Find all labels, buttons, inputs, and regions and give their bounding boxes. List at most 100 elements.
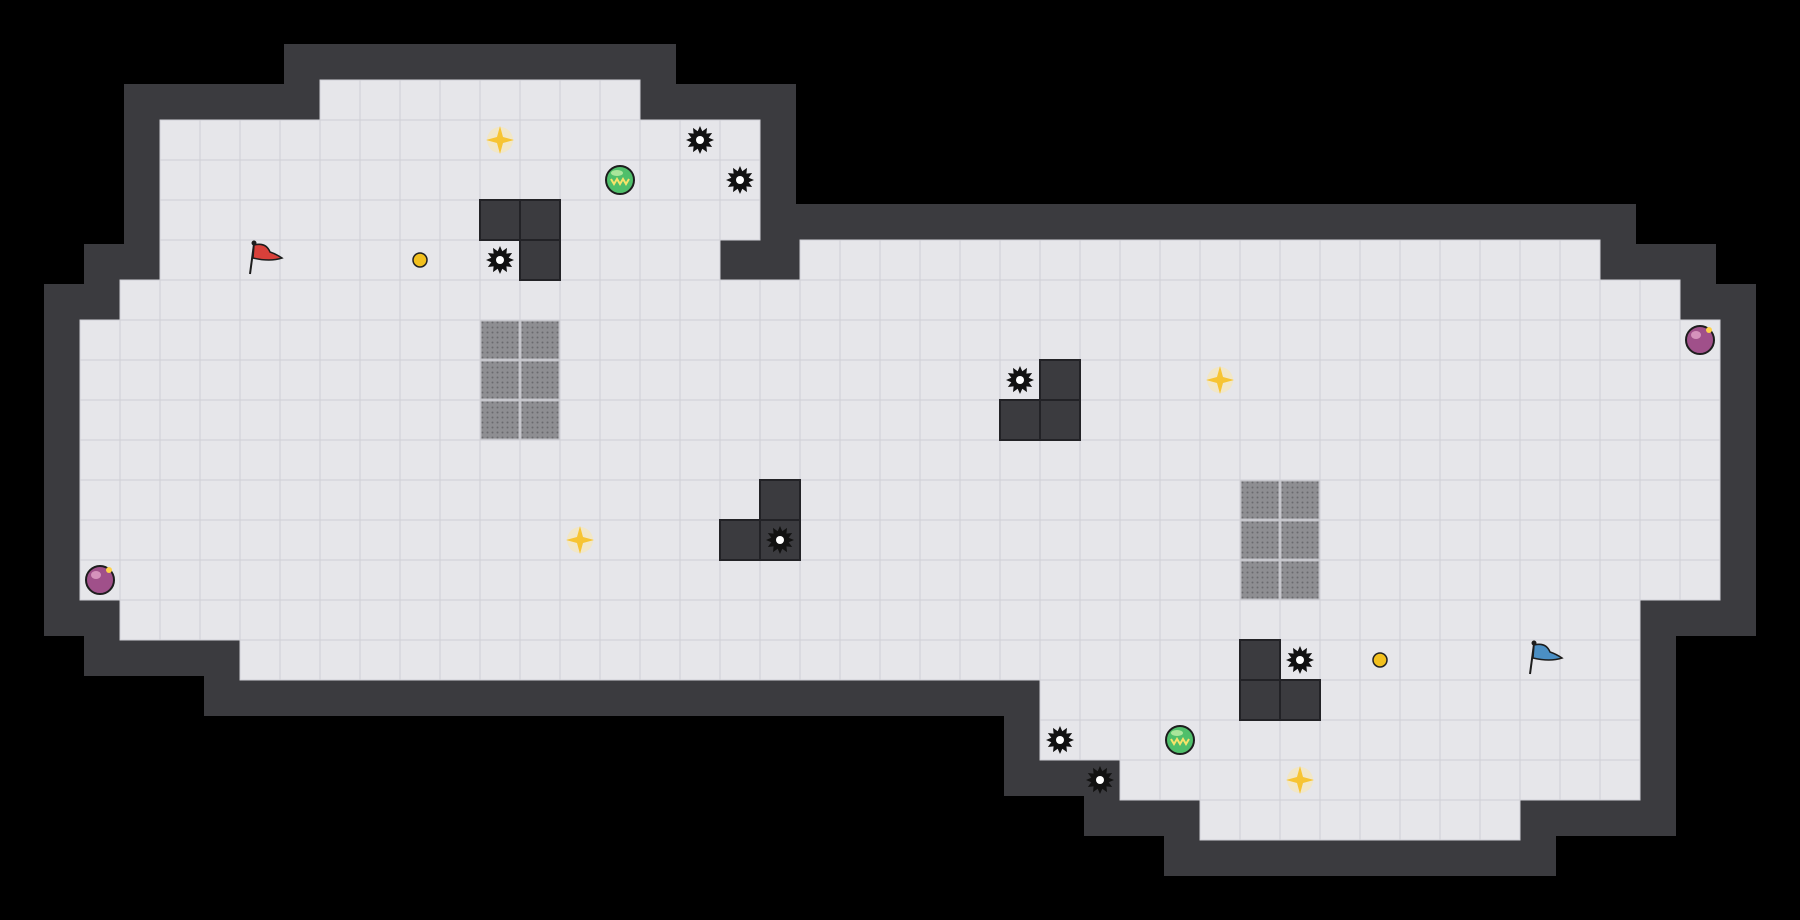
floor-tile [1559,239,1601,281]
floor-tile [599,399,641,441]
floor-tile [1479,439,1521,481]
floor-tile [319,319,361,361]
floor-tile [1319,799,1361,841]
floor-tile [319,199,361,241]
floor-tile [759,439,801,481]
coin-icon[interactable] [1372,652,1388,668]
floor-tile [1279,359,1321,401]
floor-tile [199,199,241,241]
floor-tile [639,279,681,321]
floor-tile [999,559,1041,601]
floor-tile [839,519,881,561]
floor-tile [1279,439,1321,481]
floor-tile [1639,439,1681,481]
floor-tile [1359,439,1401,481]
floor-tile [559,559,601,601]
floor-tile [119,319,161,361]
floor-tile [1359,239,1401,281]
floor-tile [919,399,961,441]
red-flag-icon[interactable] [249,240,284,275]
sparkle-star [566,526,594,554]
floor-tile [839,639,881,681]
floor-tile [559,199,601,241]
floor-tile [1439,759,1481,801]
floor-tile [239,439,281,481]
floor-tile [79,519,121,561]
floor-tile [639,359,681,401]
floor-tile [1159,639,1201,681]
floor-tile [399,359,441,401]
floor-tile [1279,799,1321,841]
wall-block [479,199,561,281]
floor-tile [1439,639,1481,681]
floor-tile [359,319,401,361]
floor-tile [919,319,961,361]
floor-tile [1039,319,1081,361]
floor-tile [1039,519,1081,561]
floor-tile [1679,519,1721,561]
floor-tile [439,119,481,161]
blue-flag-icon[interactable] [1529,640,1564,675]
floor-tile [1359,399,1401,441]
floor-tile [1599,519,1641,561]
purple-orb-icon[interactable] [85,565,115,595]
floor-tile [1319,479,1361,521]
flag-cloth [1532,643,1564,661]
sparkle-icon[interactable] [1286,766,1314,794]
wall-block [719,479,801,561]
floor-tile [359,439,401,481]
floor-tile [639,599,681,641]
floor-tile [479,519,521,561]
floor-tile [799,599,841,641]
floor-tile [1399,559,1441,601]
floor-tile [199,159,241,201]
floor-tile [199,399,241,441]
orb-body [605,165,635,195]
floor-tile [239,479,281,521]
floor-tile [1479,799,1521,841]
floor-tile [239,519,281,561]
floor-tile [279,399,321,441]
floor-tile [559,319,601,361]
floor-tile [599,319,641,361]
floor-tile [439,639,481,681]
grate-icon [1240,520,1280,560]
green-orb-icon[interactable] [1165,725,1195,755]
floor-tile [399,399,441,441]
flag-cloth [252,243,284,261]
coin-icon[interactable] [412,252,428,268]
floor-tile [279,559,321,601]
floor-tile [559,119,601,161]
floor-tile [1599,359,1641,401]
floor-tile [1079,279,1121,321]
orb-shine [1691,331,1701,339]
floor-tile [1559,719,1601,761]
floor-tile [479,559,521,601]
floor-tile [279,119,321,161]
floor-tile [1519,559,1561,601]
floor-tile [839,399,881,441]
sparkle-icon[interactable] [486,126,514,154]
floor-tile [1079,679,1121,721]
floor-tile [1439,479,1481,521]
purple-orb-icon[interactable] [1685,325,1715,355]
floor-tile [1119,359,1161,401]
wall-block-cell [1279,679,1321,721]
sparkle-icon[interactable] [1206,366,1234,394]
floor-tile [959,279,1001,321]
floor-tile [1559,359,1601,401]
floor-tile [679,199,721,241]
floor-tile [1279,319,1321,361]
floor-tile [599,119,641,161]
floor-tile [959,399,1001,441]
green-orb-icon[interactable] [605,165,635,195]
floor-tile [1119,639,1161,681]
sparkle-star [486,126,514,154]
floor-tile [1199,399,1241,441]
floor-tile [1519,759,1561,801]
saw-hub [776,536,784,544]
sparkle-icon[interactable] [566,526,594,554]
floor-tile [1239,439,1281,481]
floor-tile [1599,719,1641,761]
floor-tile [1479,399,1521,441]
